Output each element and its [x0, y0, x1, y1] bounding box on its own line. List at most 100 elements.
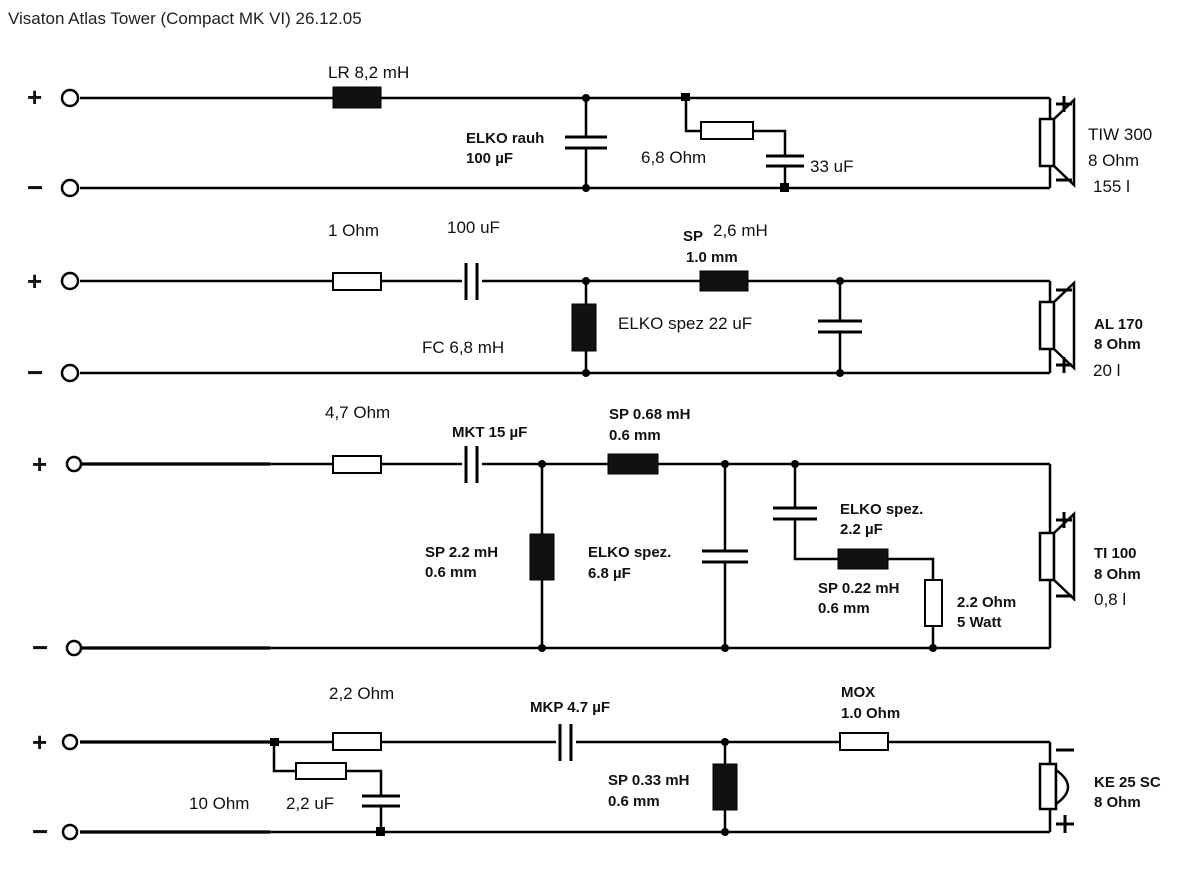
speaker-impedance: 8 Ohm: [1094, 336, 1141, 353]
terminal-minus: [60, 178, 80, 198]
resistor: [700, 121, 754, 140]
speaker-icon: [1038, 117, 1056, 168]
sp-wire: 0.6 mm: [609, 427, 661, 444]
inductor: [699, 270, 749, 292]
junction-dot: [582, 94, 590, 102]
inductor: [529, 533, 555, 581]
wire: [793, 519, 838, 561]
resistor-label: 2.2 Ohm: [957, 594, 1016, 611]
resistor: [332, 732, 382, 751]
sp-label: SP 2.2 mH: [425, 544, 498, 561]
cap-value: 100 µF: [466, 150, 513, 167]
speaker-cone: [1052, 97, 1076, 188]
resistor-label: 6,8 Ohm: [641, 148, 706, 167]
junction-square: [376, 827, 385, 836]
terminal-plus: [61, 733, 79, 751]
inductor: [712, 763, 738, 811]
cap-small-label: 33 uF: [810, 157, 853, 176]
dome-icon: [1054, 767, 1070, 807]
plus-sign: +: [27, 266, 42, 296]
elko-value: 2.2 µF: [840, 521, 883, 538]
section-ke25sc: + − 10 Ohm 2,2 uF 2,2 Ohm MKP 4.7 µF SP …: [32, 684, 1161, 847]
sp-label: SP: [683, 228, 703, 245]
sp-wire: 0.6 mm: [608, 793, 660, 810]
speaker-name: AL 170: [1094, 316, 1143, 333]
minus-sign: −: [27, 172, 43, 203]
elko-label: ELKO spez.: [840, 501, 923, 518]
junction-dot: [929, 644, 937, 652]
wire: [888, 557, 935, 580]
inductor-label: LR 8,2 mH: [328, 63, 409, 82]
mkp-label: MKP 4.7 µF: [530, 699, 610, 716]
tweeter-icon: [1038, 762, 1058, 811]
section-tiw300: + − LR 8,2 mH ELKO rauh 100 µF 6,8 Ohm 3…: [27, 63, 1152, 203]
resistor: [332, 455, 382, 474]
inductor: [332, 86, 382, 109]
mox-label: MOX: [841, 684, 875, 701]
resistor: [332, 272, 382, 291]
sp-wire: 1.0 mm: [686, 249, 738, 266]
terminal-minus: [65, 639, 83, 657]
sp-label: SP 0.22 mH: [818, 580, 899, 597]
speaker-impedance: 8 Ohm: [1094, 566, 1141, 583]
inductor: [607, 453, 659, 475]
junction-dot: [721, 828, 729, 836]
resistor: [839, 732, 889, 751]
resistor-power: 5 Watt: [957, 614, 1001, 631]
section-al170: + − 1 Ohm 100 uF FC 6,8 mH SP 2,6 mH 1.0…: [27, 218, 1143, 388]
cap-label: ELKO rauh: [466, 130, 544, 147]
plus-sign: +: [27, 82, 42, 112]
speaker-volume: 0,8 l: [1094, 590, 1126, 609]
sp-label: SP 0.68 mH: [609, 406, 690, 423]
junction-square: [780, 183, 789, 192]
terminal-minus: [61, 823, 79, 841]
plus-sign: +: [32, 727, 47, 757]
sp-value: 2,6 mH: [713, 221, 768, 240]
resistor-label: 4,7 Ohm: [325, 403, 390, 422]
speaker-name: TIW 300: [1088, 125, 1152, 144]
elko-value: 6.8 µF: [588, 565, 631, 582]
resistor-10-label: 10 Ohm: [189, 794, 249, 813]
terminal-plus: [60, 271, 80, 291]
terminal-plus: [60, 88, 80, 108]
elko-label: ELKO spez 22 uF: [618, 314, 752, 333]
wire: [684, 98, 701, 133]
resistor-label: 1 Ohm: [328, 221, 379, 240]
junction-dot: [836, 369, 844, 377]
wire: [272, 742, 296, 773]
section-ti100: + − 4,7 Ohm MKT 15 µF SP 2.2 mH 0.6 mm S…: [32, 403, 1141, 663]
mkt-label: MKT 15 µF: [452, 424, 527, 441]
sp-wire: 0.6 mm: [818, 600, 870, 617]
cap-22-label: 2,2 uF: [286, 794, 334, 813]
speaker-volume: 20 l: [1093, 361, 1120, 380]
elko-label: ELKO spez.: [588, 544, 671, 561]
resistor: [924, 579, 943, 627]
plus-sign: +: [32, 449, 47, 479]
inductor: [837, 548, 889, 570]
mox-value: 1.0 Ohm: [841, 705, 900, 722]
terminal-minus: [60, 363, 80, 383]
inductor-body: [571, 303, 597, 352]
fc-label: FC 6,8 mH: [422, 338, 504, 357]
minus-sign: −: [27, 357, 43, 388]
speaker-impedance: 8 Ohm: [1088, 151, 1139, 170]
junction-dot: [721, 644, 729, 652]
speaker-cone: [1052, 280, 1076, 371]
junction-dot: [582, 184, 590, 192]
speaker-name: TI 100: [1094, 545, 1137, 562]
minus-sign: −: [32, 816, 48, 847]
wire: [753, 129, 787, 156]
resistor-label: 2,2 Ohm: [329, 684, 394, 703]
junction-dot: [538, 644, 546, 652]
terminal-plus: [65, 455, 83, 473]
speaker-volume: 155 l: [1093, 177, 1130, 196]
resistor: [295, 762, 347, 780]
cap-label: 100 uF: [447, 218, 500, 237]
minus-sign: −: [32, 632, 48, 663]
speaker-icon: [1038, 531, 1056, 582]
junction-square: [681, 93, 690, 101]
sp-label: SP 0.33 mH: [608, 772, 689, 789]
sp-wire: 0.6 mm: [425, 564, 477, 581]
speaker-icon: [1038, 300, 1056, 351]
